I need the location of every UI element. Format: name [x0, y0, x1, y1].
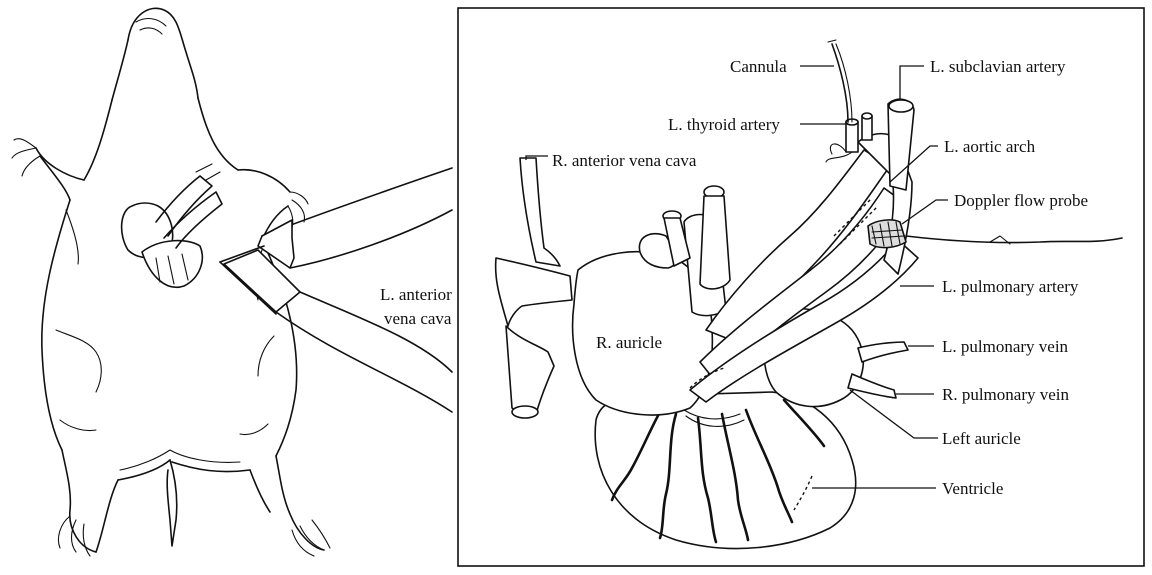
label-left-auricle: Left auricle	[942, 429, 1021, 448]
label-l-thyroid-artery: L. thyroid artery	[668, 115, 780, 134]
label-l-aortic-arch: L. aortic arch	[944, 137, 1036, 156]
label-doppler-flow-probe: Doppler flow probe	[954, 191, 1088, 210]
label-ventricle: Ventricle	[942, 479, 1003, 498]
label-cannula: Cannula	[730, 57, 787, 76]
label-l-pulmonary-artery: L. pulmonary artery	[942, 277, 1079, 296]
label-r-auricle: R. auricle	[596, 333, 662, 352]
label-l-pulmonary-vein: L. pulmonary vein	[942, 337, 1069, 356]
label-r-pulmonary-vein: R. pulmonary vein	[942, 385, 1070, 404]
label-l-anterior-vena-cava-line1: L. anterior	[380, 285, 452, 304]
leader-l-subclavian	[900, 66, 924, 100]
turtle-heart-thumbnail	[122, 164, 222, 287]
label-l-anterior-vena-cava-line2: vena cava	[384, 309, 452, 328]
label-l-subclavian-artery: L. subclavian artery	[930, 57, 1066, 76]
label-r-anterior-vena-cava: R. anterior vena cava	[552, 151, 697, 170]
